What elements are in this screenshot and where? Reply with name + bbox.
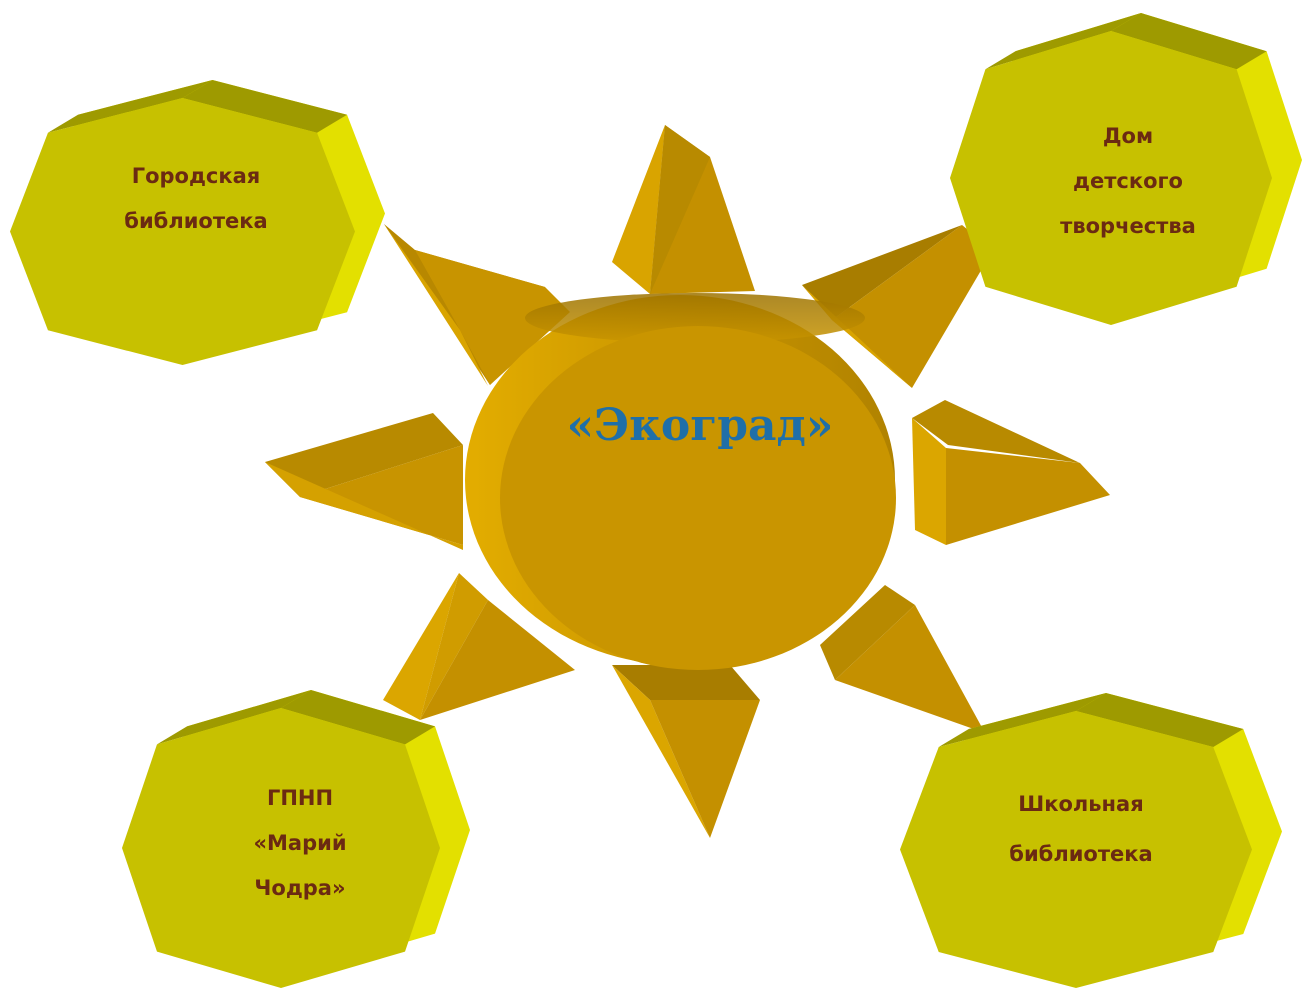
node-bottom-right: Школьная библиотека — [1009, 792, 1152, 866]
star-nodes — [10, 13, 1302, 988]
node-bottom-left: ГПНП «Марий Чодра» — [253, 786, 346, 900]
star-top-left-top — [47, 80, 213, 133]
sun-ray-right — [912, 400, 1110, 545]
star-bottom-right-top-2 — [1076, 693, 1244, 748]
node-top-left-line-2: библиотека — [124, 209, 267, 233]
sun-body — [465, 293, 896, 670]
star-top-left-top-2 — [182, 80, 348, 133]
star-bottom-right — [900, 693, 1282, 988]
node-bottom-right-line-2: библиотека — [1009, 842, 1152, 866]
sun-ray-lower-left — [383, 573, 575, 720]
sun-rays — [265, 125, 1110, 838]
node-top-right-line-1: Дом — [1103, 124, 1153, 148]
node-top-left: Городская библиотека — [124, 164, 267, 233]
sun-ray-bottom — [612, 665, 760, 838]
star-top-right — [950, 13, 1302, 325]
star-bottom-right-top — [938, 693, 1106, 748]
node-bottom-left-line-1: ГПНП — [267, 786, 333, 810]
node-top-left-line-1: Городская — [132, 164, 261, 188]
sun-ray-top — [612, 125, 755, 294]
star-top-right-top-2 — [1111, 13, 1267, 70]
node-bottom-right-line-1: Школьная — [1018, 792, 1143, 816]
center-title: «Экоград» — [567, 400, 834, 451]
star-bottom-left — [122, 690, 470, 988]
node-top-right-line-3: творчества — [1060, 214, 1196, 238]
node-bottom-left-line-2: «Марий — [253, 831, 346, 855]
star-bottom-right-face — [900, 711, 1252, 988]
star-bottom-left-top-2 — [281, 690, 436, 745]
sun-ray-left — [265, 413, 463, 550]
node-top-right: Дом детского творчества — [1060, 124, 1196, 238]
star-bottom-left-face — [122, 708, 440, 988]
star-top-left — [10, 80, 385, 365]
star-top-right-top — [985, 13, 1141, 70]
node-bottom-left-line-3: Чодра» — [254, 876, 345, 900]
star-bottom-left-top — [156, 690, 311, 745]
sun-ray-lower-right — [820, 585, 985, 733]
sun-ray-upper-left — [384, 224, 570, 386]
node-top-right-line-2: детского — [1073, 169, 1183, 193]
star-top-left-face — [10, 98, 355, 365]
star-top-right-face — [950, 31, 1272, 325]
